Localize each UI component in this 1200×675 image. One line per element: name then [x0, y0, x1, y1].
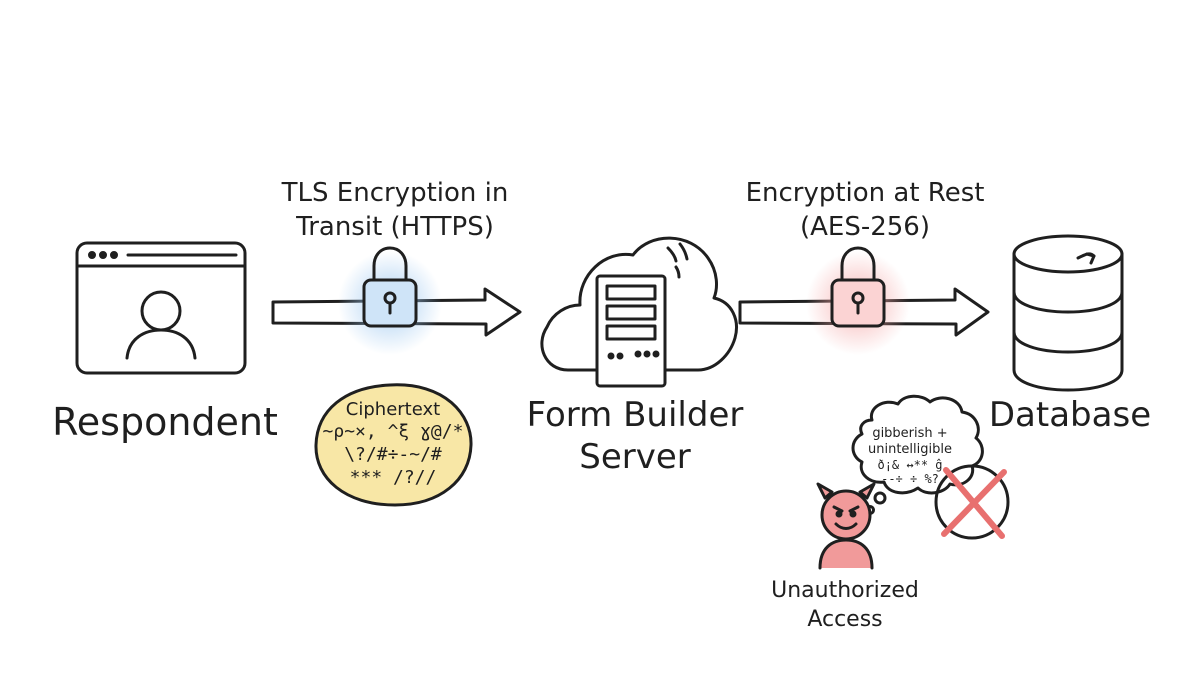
cloud-icon — [540, 236, 738, 372]
lock-icon — [338, 246, 442, 355]
rest-arrow — [738, 287, 990, 337]
unauthorized-line2: Access — [807, 607, 883, 632]
tls-label-line2: Transit (HTTPS) — [296, 212, 494, 242]
rest-label-line2: (AES-256) — [799, 212, 930, 242]
ciphertext-title: Ciphertext — [345, 399, 441, 420]
unauthorized-access-label: Unauthorized Access — [745, 576, 945, 634]
database-label: Database — [988, 395, 1152, 435]
thought-code-line1: ð¡& ↔** ĝ — [877, 458, 943, 472]
server-label: Form Builder Server — [510, 394, 760, 478]
tls-label-line1: TLS Encryption in — [281, 178, 509, 208]
thought-code: ð¡& ↔** ĝ --÷ ÷ %? — [852, 458, 968, 486]
user-avatar-icon — [125, 290, 197, 360]
devil-icon — [816, 482, 876, 570]
lock-icon — [806, 246, 910, 355]
server-rack-icon — [595, 274, 667, 388]
thought-code-line2: --÷ ÷ %? — [881, 472, 939, 486]
server-label-line1: Form Builder — [526, 395, 744, 435]
tls-encryption-label: TLS Encryption in Transit (HTTPS) — [250, 176, 540, 244]
thought-line2: unintelligible — [868, 442, 952, 457]
ciphertext-line: \?/#÷-~/# — [344, 444, 442, 465]
ciphertext-body: ~ρ~×, ^ξ ɣ@/* \?/#÷-~/# *** /?// — [318, 420, 468, 489]
respondent-label: Respondent — [52, 400, 278, 444]
browser-window-icon — [75, 241, 247, 375]
rest-label-line1: Encryption at Rest — [745, 178, 985, 208]
server-label-line2: Server — [579, 437, 691, 477]
thought-text: gibberish + unintelligible — [852, 426, 968, 458]
transit-arrow — [271, 287, 522, 337]
x-mark-icon — [934, 464, 1010, 540]
database-cylinder-icon — [1012, 234, 1124, 392]
thought-line1: gibberish + — [872, 426, 948, 441]
ciphertext-line: ~ρ~×, ^ξ ɣ@/* — [322, 421, 464, 442]
ciphertext-line: *** /?// — [349, 467, 437, 488]
rest-encryption-label: Encryption at Rest (AES-256) — [720, 176, 1010, 244]
unauthorized-line1: Unauthorized — [771, 578, 919, 603]
ciphertext-bubble — [314, 383, 473, 507]
